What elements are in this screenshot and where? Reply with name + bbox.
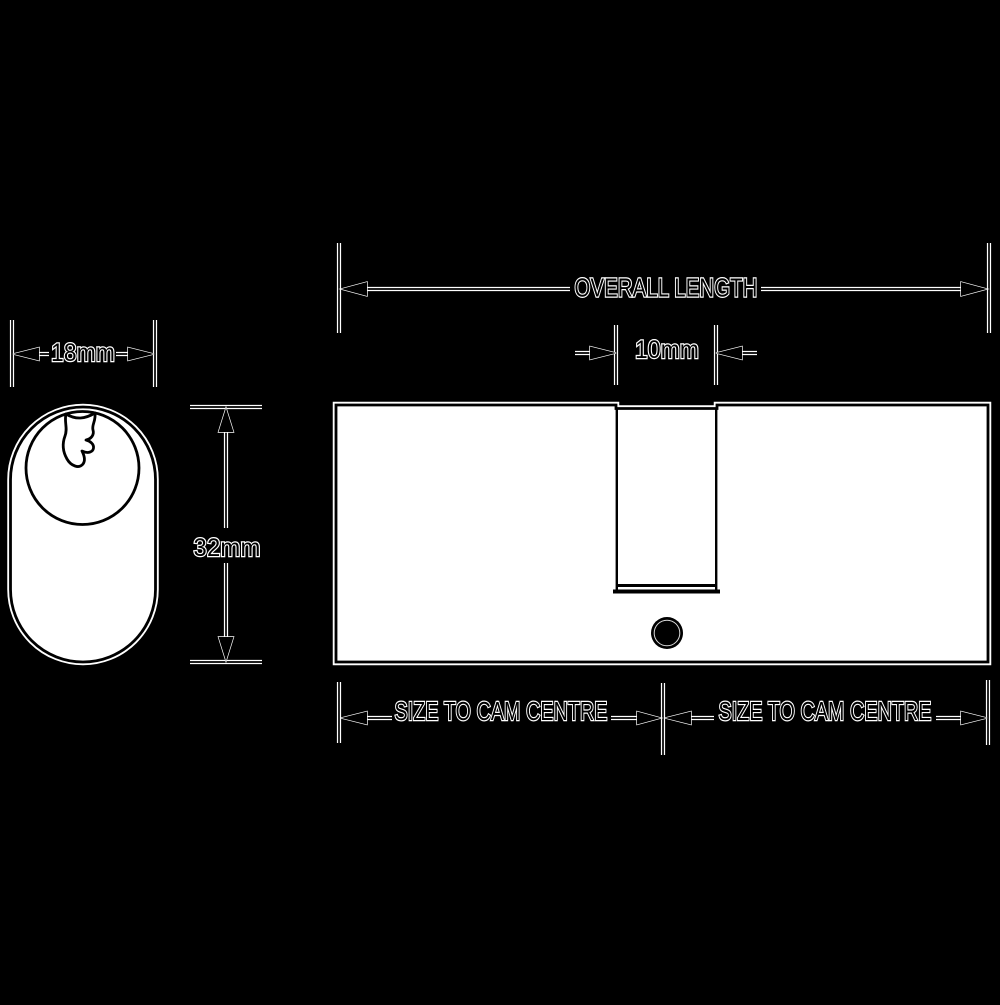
- cylinder-body-outline: [334, 403, 990, 664]
- cam-slot-sides: [615, 408, 718, 592]
- plug-circle: [24, 410, 141, 526]
- cylinder-end-view: [7, 403, 159, 666]
- size-to-cam-centre-left-label: SIZE TO CAM CENTRE: [395, 696, 608, 726]
- cam-fixing-hole: [651, 617, 683, 649]
- cam-width-label: 10mm: [635, 336, 699, 364]
- overall-length-label: OVERALL LENGTH: [575, 273, 758, 303]
- size-to-cam-centre-right-label: SIZE TO CAM CENTRE: [719, 696, 932, 726]
- keyway-icon: [61, 411, 97, 468]
- end-width-label: 18mm: [51, 339, 115, 367]
- end-height-label: 32mm: [194, 534, 261, 562]
- cylinder-body-side-view: [332, 401, 992, 666]
- cam-fixing-hole-ring: [653, 619, 681, 647]
